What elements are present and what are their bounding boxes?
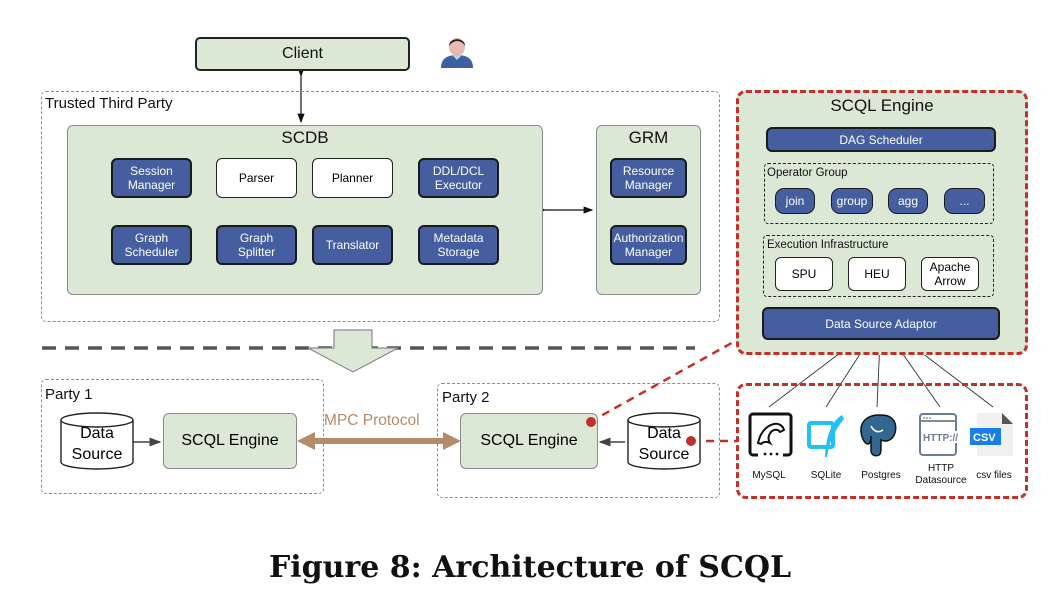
trusted-third-party-region bbox=[41, 91, 720, 322]
party2-scql-engine: SCQL Engine bbox=[460, 413, 598, 469]
operator-agg: agg bbox=[888, 188, 928, 214]
trusted-third-party-label: Trusted Third Party bbox=[45, 95, 173, 112]
party1-label: Party 1 bbox=[45, 386, 93, 403]
client-box: Client bbox=[195, 37, 410, 71]
mpc-protocol-label: MPC Protocol bbox=[324, 412, 420, 429]
party1-scql-engine: SCQL Engine bbox=[163, 413, 297, 469]
sqlite-icon bbox=[807, 415, 844, 457]
party1-data-source-label: Data Source bbox=[71, 425, 123, 463]
party1-region bbox=[41, 379, 324, 494]
mysql-label: MySQL bbox=[752, 470, 786, 481]
figure-caption: Figure 8: Architecture of SCQL bbox=[268, 550, 792, 585]
http-icon: HTTP:// bbox=[919, 413, 962, 456]
data-sources-region bbox=[736, 383, 1028, 499]
spu: SPU bbox=[775, 257, 833, 291]
postgres-label: Postgres bbox=[861, 470, 901, 481]
scdb-component-graph-splitter: Graph Splitter bbox=[216, 225, 297, 265]
party1-engine-label: SCQL Engine bbox=[181, 432, 279, 449]
heu: HEU bbox=[848, 257, 906, 291]
operator-group-op: group bbox=[831, 188, 873, 214]
party2-label: Party 2 bbox=[442, 389, 490, 406]
mpc-arrow bbox=[297, 432, 461, 450]
scdb-component-parser: Parser bbox=[216, 158, 297, 198]
csv-file-icon: CSV bbox=[970, 413, 1013, 456]
operator-join: join bbox=[775, 188, 815, 214]
user-icon bbox=[441, 38, 473, 68]
scdb-title: SCDB bbox=[281, 128, 329, 147]
svg-text:CSV: CSV bbox=[973, 432, 996, 444]
dag-scheduler: DAG Scheduler bbox=[766, 127, 996, 152]
scdb-component-ddl-dcl-executor: DDL/DCL Executor bbox=[418, 158, 499, 198]
scql-engine-detail-title: SCQL Engine bbox=[830, 96, 934, 115]
operator-group-label: Operator Group bbox=[767, 167, 848, 179]
party2-engine-label: SCQL Engine bbox=[480, 432, 578, 449]
scdb-component-session-manager: Session Manager bbox=[111, 158, 192, 198]
client-label: Client bbox=[282, 45, 323, 62]
scdb-component-translator: Translator bbox=[312, 225, 393, 265]
execution-infrastructure-label: Execution Infrastructure bbox=[767, 239, 889, 251]
scdb-component-metadata-storage: Metadata Storage bbox=[418, 225, 499, 265]
data-source-adaptor: Data Source Adaptor bbox=[762, 307, 1000, 340]
http-datasource-label: HTTP Datasource bbox=[915, 463, 967, 486]
sqlite-label: SQLite bbox=[810, 470, 842, 481]
scdb-component-graph-scheduler: Graph Scheduler bbox=[111, 225, 192, 265]
down-arrow bbox=[307, 329, 399, 373]
authorization-manager: Authorization Manager bbox=[610, 225, 687, 265]
csv-files-label: csv files bbox=[976, 470, 1012, 481]
resource-manager: Resource Manager bbox=[610, 158, 687, 198]
operator-more: ... bbox=[944, 188, 985, 214]
party2-region bbox=[437, 383, 720, 498]
svg-text:HTTP://: HTTP:// bbox=[923, 433, 958, 444]
operator-group bbox=[764, 163, 994, 224]
apache-arrow: Apache Arrow bbox=[921, 257, 979, 291]
party1-database-icon bbox=[60, 412, 134, 470]
grm-title: GRM bbox=[628, 128, 669, 147]
grm-panel bbox=[596, 125, 701, 295]
mysql-icon bbox=[748, 412, 793, 457]
execution-infrastructure bbox=[763, 235, 994, 297]
party2-database-icon bbox=[627, 412, 701, 470]
party2-data-source-label: Data Source bbox=[638, 425, 690, 463]
zoom-line-engine bbox=[589, 338, 738, 424]
scdb-component-planner: Planner bbox=[312, 158, 393, 198]
scdb-panel bbox=[67, 125, 543, 295]
postgres-icon bbox=[860, 414, 897, 457]
